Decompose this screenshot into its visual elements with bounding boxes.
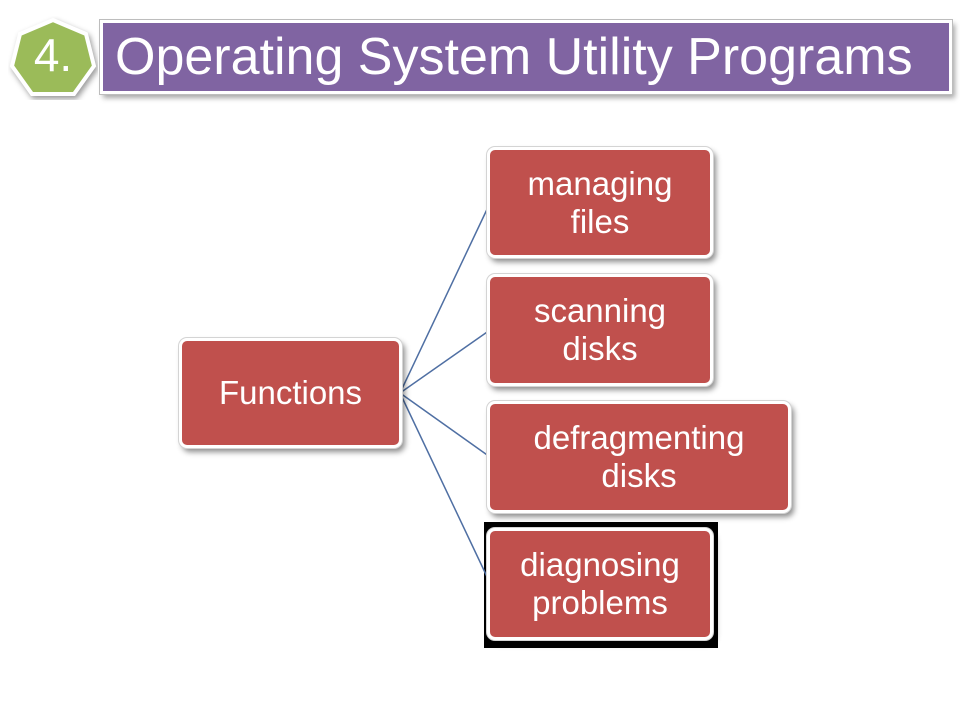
root-node-label: Functions bbox=[218, 374, 363, 411]
connector-defragmenting-disks bbox=[399, 392, 491, 458]
child-node-label: defragmenting disks bbox=[533, 419, 745, 494]
section-number-badge: 4. bbox=[8, 16, 98, 100]
child-node-scanning-disks: scanning disks bbox=[487, 274, 713, 386]
root-node-functions: Functions bbox=[179, 338, 402, 448]
section-number: 4. bbox=[33, 29, 73, 81]
connector-scanning-disks bbox=[399, 329, 491, 394]
child-node-diagnosing-problems: diagnosing problems bbox=[487, 528, 713, 640]
heptagon-shape bbox=[9, 17, 97, 96]
title-bar: Operating System Utility Programs bbox=[99, 19, 953, 95]
child-node-label: scanning disks bbox=[533, 292, 667, 367]
slide-title: Operating System Utility Programs bbox=[115, 28, 913, 86]
connector-diagnosing-problems bbox=[399, 392, 491, 584]
connector-managing-files bbox=[399, 202, 491, 394]
child-node-defragmenting-disks: defragmenting disks bbox=[487, 401, 791, 513]
child-node-label: diagnosing problems bbox=[520, 546, 680, 621]
child-node-managing-files: managing files bbox=[487, 147, 713, 258]
child-node-label: managing files bbox=[527, 164, 673, 240]
